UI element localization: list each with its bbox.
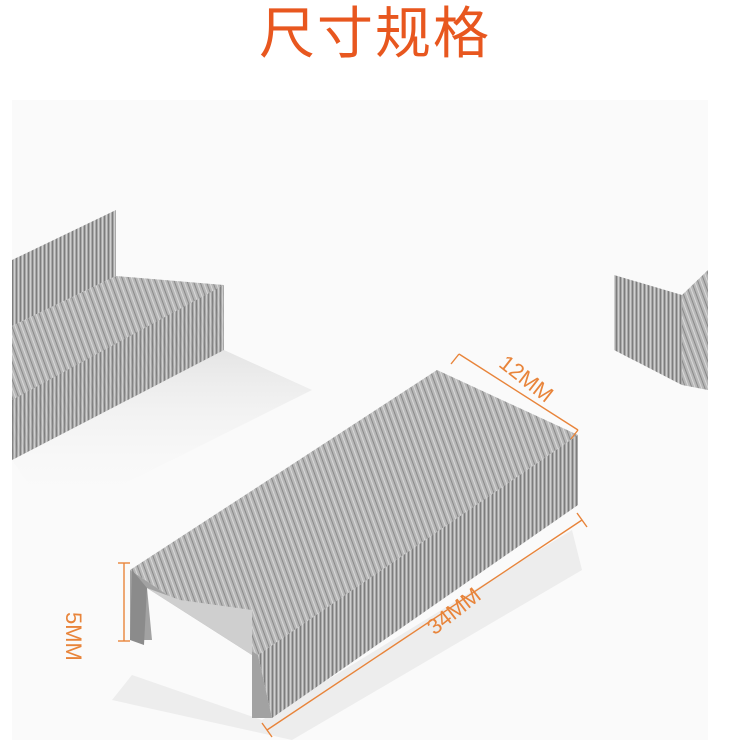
dimension-lines [118, 353, 588, 738]
staples-product-photo: 12MM 5MM 34MM [12, 100, 708, 740]
right-staple-strip [614, 270, 708, 390]
page-title: 尺寸规格 [259, 2, 491, 67]
height-dimension-label: 5MM [61, 612, 86, 661]
left-staple-strip [12, 210, 312, 520]
staples-illustration [12, 210, 708, 740]
center-staple-block [112, 370, 582, 740]
